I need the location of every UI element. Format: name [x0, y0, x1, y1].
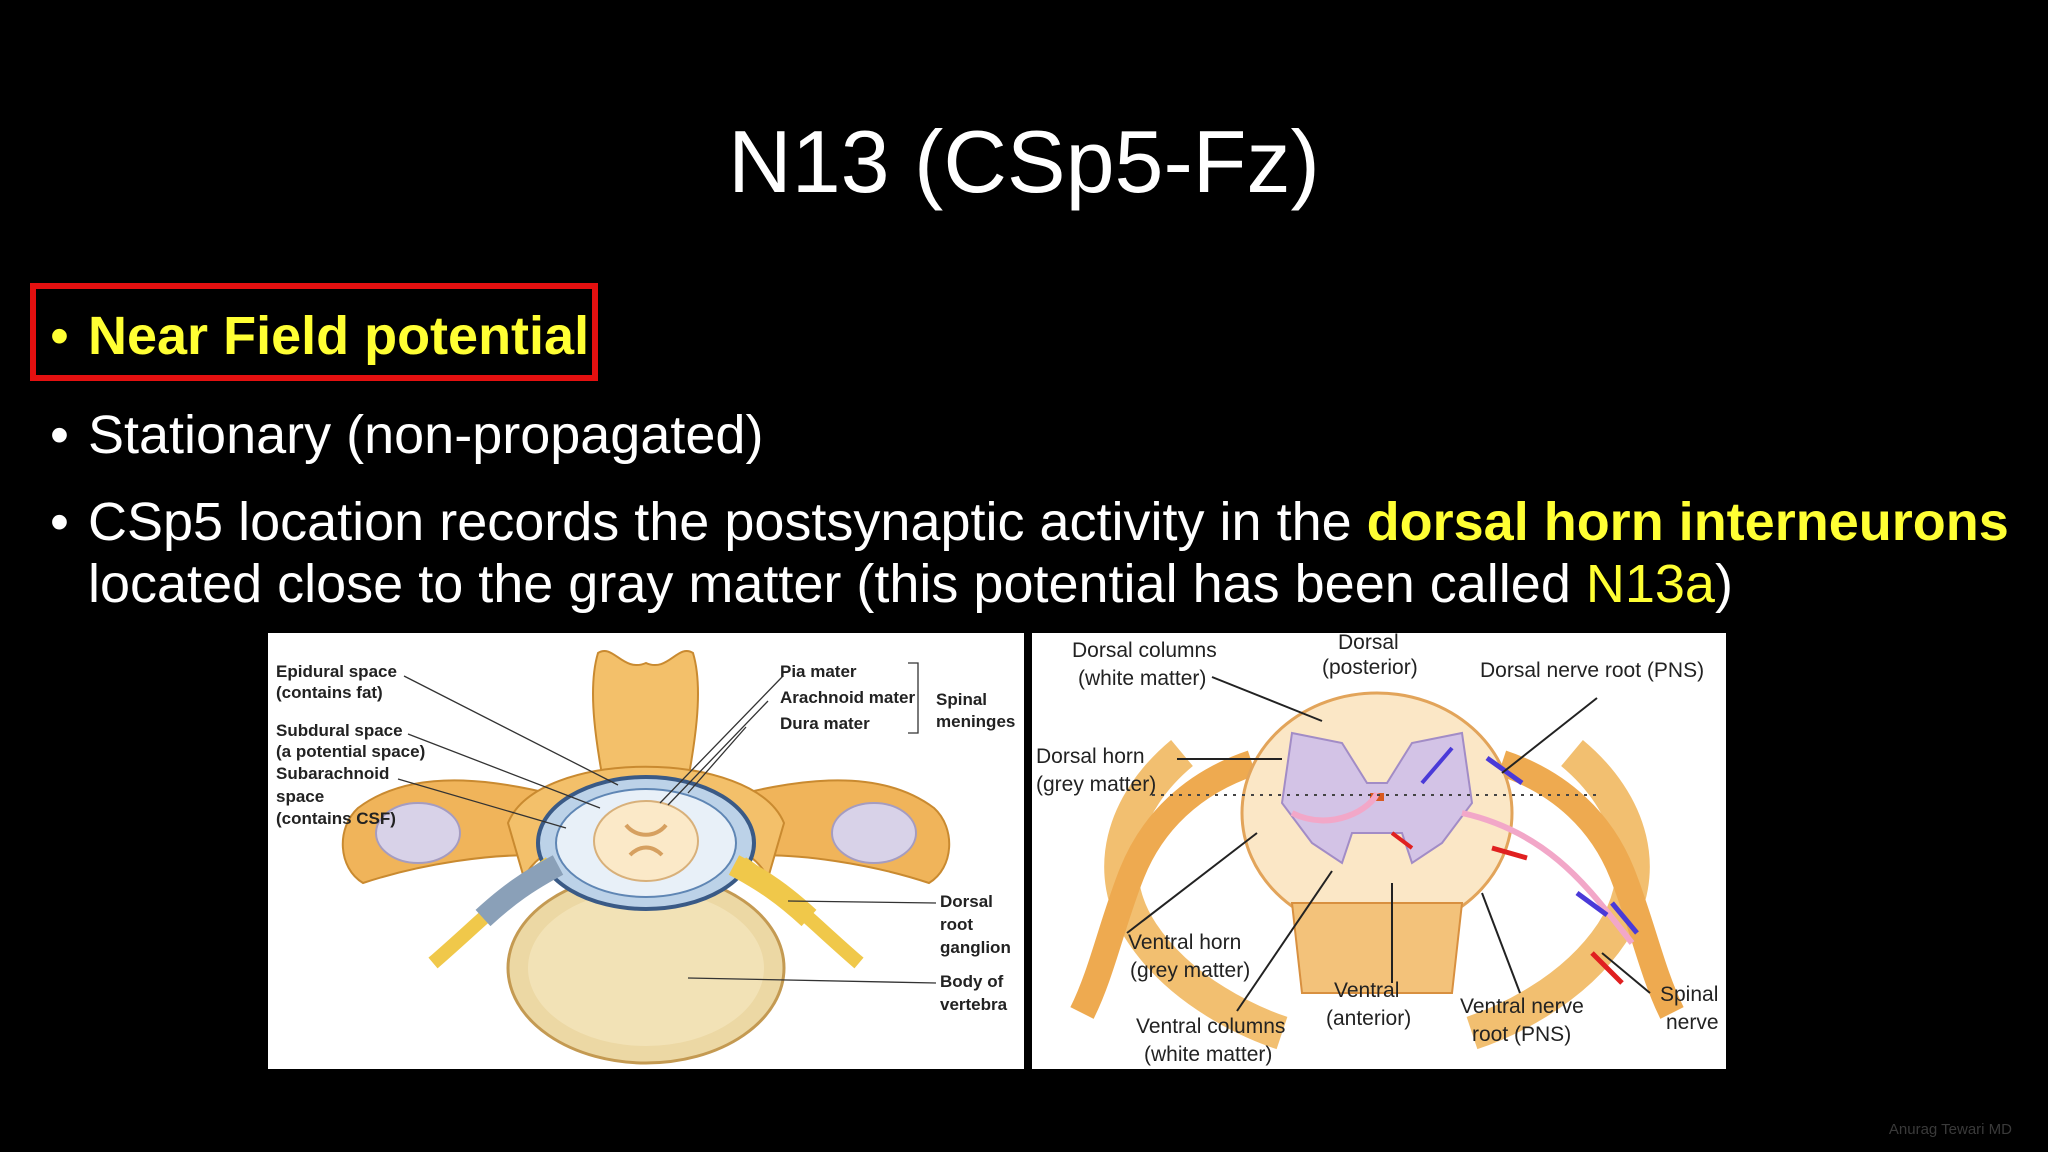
label-drg-1: Dorsal [940, 892, 993, 911]
label-ventral-2: (anterior) [1326, 1007, 1411, 1030]
label-spinal-nerve-2: nerve [1666, 1011, 1719, 1034]
bullet-text: CSp5 location records the postsynaptic a… [88, 492, 1367, 552]
vertebra-illustration: Epidural space (contains fat) Subdural s… [276, 650, 1015, 1065]
label-ventral-root-1: Ventral nerve [1460, 995, 1584, 1018]
label-epidural-2: (contains fat) [276, 683, 383, 702]
bullet-near-field: • Near Field potential [50, 305, 589, 367]
bullet-text: ) [1714, 554, 1733, 614]
bullet-glyph: • [50, 492, 69, 552]
label-pia: Pia mater [780, 662, 857, 681]
label-subarachnoid-1: Subarachnoid [276, 764, 389, 783]
bullet-glyph: • [50, 306, 69, 366]
label-dorsal-horn-2: (grey matter) [1036, 773, 1156, 796]
spinal-cord-illustration: Dorsal columns (white matter) Dorsal (po… [1036, 633, 1719, 1066]
label-spinal: Spinal [936, 690, 987, 709]
label-dorsal-columns-2: (white matter) [1078, 667, 1206, 690]
bullet-text: Near Field potential [88, 306, 590, 366]
bullet-stationary: • Stationary (non-propagated) [50, 404, 763, 466]
label-ventral-horn-1: Ventral horn [1128, 931, 1241, 954]
watermark: Anurag Tewari MD [1888, 1121, 2012, 1138]
vertebra-cross-section-figure: Epidural space (contains fat) Subdural s… [268, 633, 1024, 1069]
label-ventral-horn-2: (grey matter) [1130, 959, 1250, 982]
bullet-highlight-n13a: N13a [1585, 554, 1715, 614]
bullet-highlight: dorsal horn interneurons [1366, 492, 2009, 552]
label-body-1: Body of [940, 972, 1004, 991]
bullet-text: located close to the gray matter (this p… [88, 554, 1586, 614]
label-arachnoid: Arachnoid mater [780, 688, 915, 707]
label-dorsal-columns-1: Dorsal columns [1072, 639, 1217, 662]
label-subarachnoid-3: (contains CSF) [276, 809, 396, 828]
label-dorsal-horn-1: Dorsal horn [1036, 745, 1145, 768]
label-spinal-nerve-1: Spinal [1660, 983, 1718, 1006]
label-subdural-1: Subdural space [276, 721, 403, 740]
label-subdural-2: (a potential space) [276, 742, 425, 761]
bullet-csp5: • CSp5 location records the postsynaptic … [50, 491, 2009, 553]
label-subarachnoid-2: space [276, 787, 324, 806]
label-epidural-1: Epidural space [276, 662, 397, 681]
label-dorsal-1: Dorsal [1338, 633, 1399, 654]
label-dorsal-2: (posterior) [1322, 656, 1418, 679]
label-ventral-root-2: root (PNS) [1472, 1023, 1571, 1046]
bullet-glyph: • [50, 405, 69, 465]
bullet-text: Stationary (non-propagated) [88, 405, 764, 465]
slide-title: N13 (CSp5-Fz) [728, 112, 1320, 211]
highlight-box [30, 283, 598, 381]
label-dura: Dura mater [780, 714, 870, 733]
label-ventral-1: Ventral [1334, 979, 1399, 1002]
label-ventral-columns-2: (white matter) [1144, 1043, 1272, 1066]
label-ventral-columns-1: Ventral columns [1136, 1015, 1285, 1038]
label-drg-3: ganglion [940, 938, 1011, 957]
spinal-cord-figure: Dorsal columns (white matter) Dorsal (po… [1032, 633, 1726, 1069]
label-meninges: meninges [936, 712, 1015, 731]
label-drg-2: root [940, 915, 973, 934]
bullet-csp5-continuation: located close to the gray matter (this p… [88, 553, 1733, 615]
label-body-2: vertebra [940, 995, 1008, 1014]
label-dorsal-root: Dorsal nerve root (PNS) [1480, 659, 1704, 682]
